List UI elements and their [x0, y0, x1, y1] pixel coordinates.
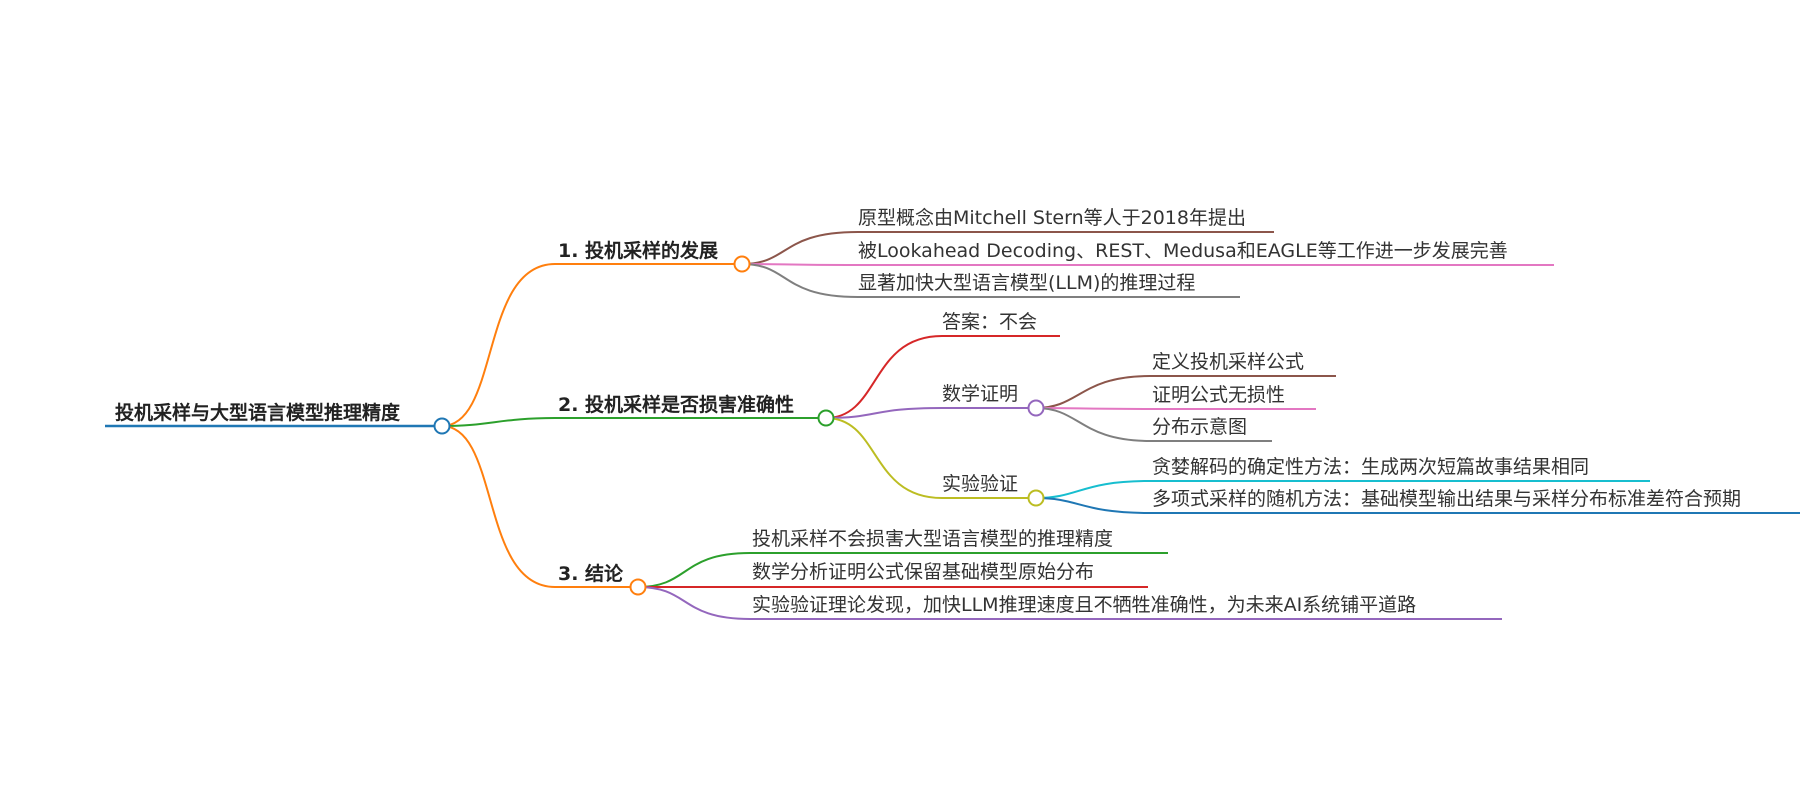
math-child-2[interactable]: 证明公式无损性 — [1152, 384, 1286, 406]
b1-child-1[interactable]: 原型概念由Mitchell Stern等人于2018年提出 — [858, 207, 1246, 229]
connector-math-g3 — [1035, 407, 1272, 442]
branch3-junction-circle[interactable] — [629, 578, 647, 596]
exp-child-1[interactable]: 贪婪解码的确定性方法：生成两次短篇故事结果相同 — [1152, 456, 1590, 478]
b1-child-3[interactable]: 显著加快大型语言模型(LLM)的推理过程 — [858, 272, 1196, 294]
connector-b2-c3 — [825, 417, 1036, 499]
connector-exp-g2 — [1035, 497, 1800, 514]
connector-b3-c3 — [637, 586, 1502, 620]
math-child-3[interactable]: 分布示意图 — [1152, 416, 1248, 438]
connector-b2-c1 — [825, 335, 1060, 419]
branch2-junction-circle[interactable] — [817, 409, 835, 427]
branch3-topic[interactable]: 3. 结论 — [558, 563, 624, 585]
root-topic[interactable]: 投机采样与大型语言模型推理精度 — [115, 402, 401, 424]
math-junction-circle[interactable] — [1027, 399, 1045, 417]
connector-root-branch1 — [441, 263, 742, 427]
b1-child-2[interactable]: 被Lookahead Decoding、REST、Medusa和EAGLE等工作… — [858, 240, 1508, 262]
root-junction-circle[interactable] — [433, 417, 451, 435]
b3-child-2[interactable]: 数学分析证明公式保留基础模型原始分布 — [752, 561, 1095, 583]
connector-math-g1 — [1035, 375, 1336, 409]
connector-b1-c1 — [741, 231, 1274, 265]
math-child-1[interactable]: 定义投机采样公式 — [1152, 351, 1305, 373]
connector-b1-c3 — [741, 263, 1240, 298]
connector-exp-g1 — [1035, 480, 1650, 499]
connector-b3-c1 — [637, 552, 1168, 588]
connector-b1-c2 — [741, 263, 1554, 266]
exp-child-2[interactable]: 多项式采样的随机方法：基础模型输出结果与采样分布标准差符合预期 — [1152, 488, 1742, 510]
branch1-junction-circle[interactable] — [733, 255, 751, 273]
b2-child-answer[interactable]: 答案：不会 — [942, 311, 1038, 333]
connector-math-g2 — [1035, 407, 1316, 410]
connector-root-branch2 — [441, 417, 826, 427]
exp-junction-circle[interactable] — [1027, 489, 1045, 507]
branch2-topic[interactable]: 2. 投机采样是否损害准确性 — [558, 394, 795, 416]
connector-b2-c2 — [825, 407, 1036, 419]
branch1-topic[interactable]: 1. 投机采样的发展 — [558, 240, 719, 262]
b2-child-experiment[interactable]: 实验验证 — [942, 473, 1019, 495]
b3-child-3[interactable]: 实验验证理论发现，加快LLM推理速度且不牺牲准确性，为未来AI系统铺平道路 — [752, 594, 1417, 616]
b2-child-math[interactable]: 数学证明 — [942, 383, 1019, 405]
connector-root-branch3 — [441, 425, 638, 588]
b3-child-1[interactable]: 投机采样不会损害大型语言模型的推理精度 — [752, 528, 1114, 550]
